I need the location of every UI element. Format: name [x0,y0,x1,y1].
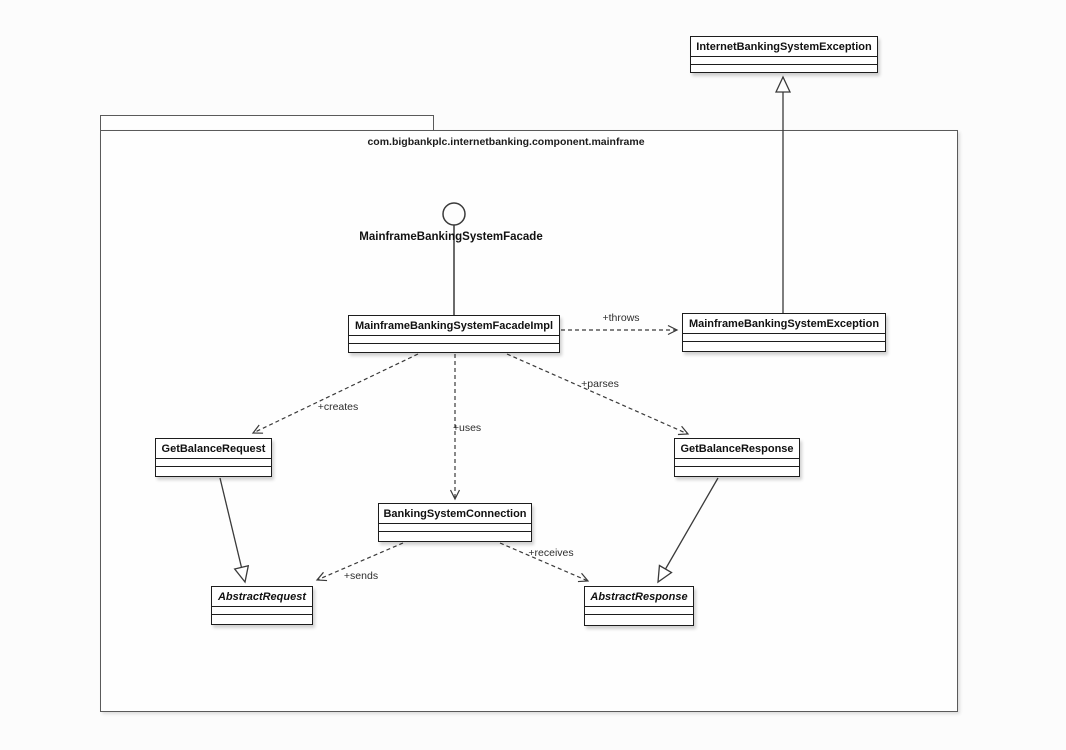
attributes-compartment [683,334,885,342]
attributes-compartment [585,607,693,615]
class-get-balance-request: GetBalanceRequest [155,438,272,477]
class-name: AbstractResponse [585,587,693,607]
interface-label: MainframeBankingSystemFacade [359,231,543,243]
class-internet-banking-system-exception: InternetBankingSystemException [690,36,878,73]
class-abstract-request: AbstractRequest [211,586,313,625]
interface-lollipop-icon [442,202,466,226]
operations-compartment [683,342,885,351]
operations-compartment [156,467,271,476]
operations-compartment [349,344,559,352]
class-abstract-response: AbstractResponse [584,586,694,626]
dependency-creates-line [251,353,419,434]
operations-compartment [691,65,877,72]
package-title: com.bigbankplc.internetbanking.component… [367,136,645,148]
class-banking-system-connection: BankingSystemConnection [378,503,532,542]
edge-label-throws: +throws [602,312,640,324]
edge-label-parses: +parses [581,378,619,390]
class-mainframe-banking-system-facade-impl: MainframeBankingSystemFacadeImpl [348,315,560,353]
generalization-response-line [658,477,719,582]
attributes-compartment [675,459,799,467]
class-name: GetBalanceResponse [675,439,799,459]
package-tab [100,115,434,130]
edge-label-creates: +creates [317,401,359,413]
attributes-compartment [349,336,559,344]
class-name: GetBalanceRequest [156,439,271,459]
dependency-sends-line [315,542,404,582]
dependency-parses-line [506,353,690,436]
class-get-balance-response: GetBalanceResponse [674,438,800,477]
attributes-compartment [691,57,877,65]
class-name: MainframeBankingSystemFacadeImpl [349,316,559,336]
attributes-compartment [212,607,312,615]
edge-label-uses: +uses [452,422,482,434]
class-name: BankingSystemConnection [379,504,531,524]
class-name: AbstractRequest [212,587,312,607]
edge-label-receives: +receives [528,547,574,559]
operations-compartment [585,615,693,625]
operations-compartment [675,467,799,476]
class-name: MainframeBankingSystemException [683,314,885,334]
attributes-compartment [379,524,531,532]
class-name: InternetBankingSystemException [691,37,877,57]
operations-compartment [379,532,531,541]
operations-compartment [212,615,312,624]
dependency-receives-line [499,542,590,583]
attributes-compartment [156,459,271,467]
edge-label-sends: +sends [343,570,379,582]
class-mainframe-banking-system-exception: MainframeBankingSystemException [682,313,886,352]
generalization-request-line [219,477,245,582]
